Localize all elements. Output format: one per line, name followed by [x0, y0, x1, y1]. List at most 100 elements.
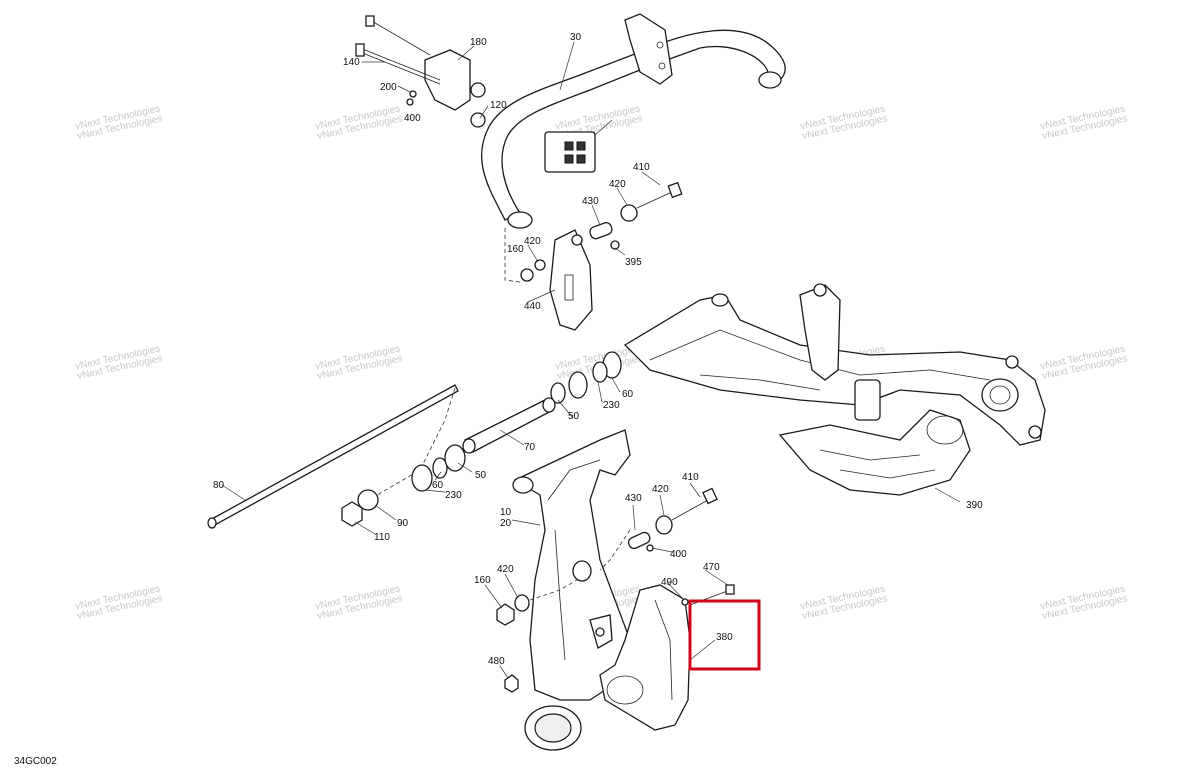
- callout-50: 50: [475, 470, 487, 481]
- sway-link-assembly: [504, 181, 683, 331]
- nut-120: [470, 112, 486, 128]
- bushing-50: [444, 444, 466, 472]
- assembly-dashline: [371, 469, 421, 499]
- lower-arm-pivot-front: [512, 476, 534, 494]
- callout-120: 120: [490, 100, 507, 111]
- bushing-slot: [564, 141, 574, 151]
- mount-bracket: [854, 379, 881, 421]
- sway-bar-bracket: [624, 13, 673, 85]
- link-slot: [564, 274, 574, 301]
- nut-395: [610, 240, 620, 250]
- assembly-dashline: [599, 529, 631, 571]
- callout-400: 400: [670, 549, 687, 560]
- lower-arm-contour: [547, 459, 601, 501]
- highlight-box: [688, 599, 761, 671]
- washer-490: [681, 598, 689, 606]
- callout-480: 480: [488, 656, 505, 667]
- bushing-60: [432, 457, 448, 479]
- seal-230: [592, 361, 608, 383]
- callout-440: 440: [524, 301, 541, 312]
- callout-labels: 30 180 140 200 400 120 410 420 430 395 4…: [213, 32, 983, 667]
- pivot-shaft-80: [209, 384, 459, 527]
- bolt-410-head: [667, 181, 683, 199]
- bolt-140: [359, 47, 441, 81]
- bolt-hole: [656, 41, 664, 49]
- shock-tab-hole: [595, 627, 605, 637]
- assembly-dashline: [419, 387, 456, 471]
- callout-380: 380: [716, 632, 733, 643]
- bushing-420: [620, 204, 638, 222]
- sleeve-70: [464, 399, 554, 453]
- callout-470: 470: [703, 562, 720, 573]
- sway-bar-assembly: [355, 13, 786, 229]
- callout-160: 160: [507, 244, 524, 255]
- screw-480: [504, 674, 519, 693]
- callout-420: 420: [609, 179, 626, 190]
- shaft-end: [207, 517, 217, 529]
- callout-420: 420: [524, 236, 541, 247]
- assembly-dashline: [529, 577, 581, 601]
- skid-contour: [839, 469, 936, 479]
- upper-arm-pivot: [711, 293, 729, 307]
- lower-a-arm: [512, 429, 631, 751]
- nut-160: [520, 268, 534, 282]
- skid-contour: [819, 449, 921, 461]
- callout-230: 230: [603, 400, 620, 411]
- sleeve-end: [462, 438, 476, 454]
- upper-arm-contour: [699, 374, 821, 391]
- skid-plate-390: [778, 409, 971, 496]
- callout-390: 390: [966, 500, 983, 511]
- bolt-410-shaft: [636, 191, 673, 209]
- callout-140: 140: [343, 57, 360, 68]
- bolt-140-edge: [359, 51, 441, 85]
- callout-110: 110: [374, 532, 390, 543]
- bushing-slot: [564, 154, 574, 164]
- callout-400: 400: [404, 113, 421, 124]
- guard-380: [599, 584, 735, 731]
- callout-410: 410: [682, 472, 699, 483]
- bushing-slot: [576, 154, 586, 164]
- callout-60: 60: [432, 480, 444, 491]
- skid-plate: [778, 409, 971, 496]
- callout-430: 430: [582, 196, 599, 207]
- washer-90: [357, 489, 379, 511]
- bolt-410-shaft: [671, 499, 709, 521]
- bolt-top-head: [365, 15, 375, 27]
- callout-490: 490: [661, 577, 678, 588]
- callout-180: 180: [470, 37, 487, 48]
- spacer-430: [627, 531, 651, 550]
- seal-230: [411, 464, 433, 492]
- callout-420: 420: [652, 484, 669, 495]
- knuckle-bore: [989, 385, 1011, 405]
- guard-opening: [606, 675, 644, 705]
- bushing-420: [572, 560, 592, 582]
- bolt-hole: [658, 62, 666, 70]
- assembly-dashline: [504, 228, 521, 283]
- bolt-140-head: [355, 43, 365, 57]
- callout-70: 70: [524, 442, 536, 453]
- callout-420: 420: [497, 564, 514, 575]
- washer-420: [514, 594, 530, 612]
- bolt-top: [369, 19, 431, 56]
- spacer-430: [589, 222, 613, 240]
- bushing-420: [655, 515, 673, 535]
- leader-lines: [221, 41, 961, 679]
- bolt-470: [689, 589, 731, 606]
- skid-opening: [926, 415, 964, 445]
- bolt-410-head: [702, 487, 718, 505]
- seal-230: [550, 382, 566, 404]
- sway-bar-bushing: [544, 131, 596, 173]
- drawing-code: 34GC002: [14, 756, 57, 767]
- bushing-60: [568, 371, 588, 399]
- damper-mount: [799, 284, 841, 381]
- callout-80: 80: [213, 480, 225, 491]
- knuckle-tab: [1005, 355, 1019, 369]
- bushing-slot: [576, 141, 586, 151]
- nut-110: [341, 501, 363, 527]
- sway-bar-end-left: [507, 211, 533, 229]
- sway-bar: [480, 29, 786, 221]
- callout-430: 430: [625, 493, 642, 504]
- pivot-shaft-assembly: [207, 384, 466, 529]
- link-440: [549, 229, 593, 331]
